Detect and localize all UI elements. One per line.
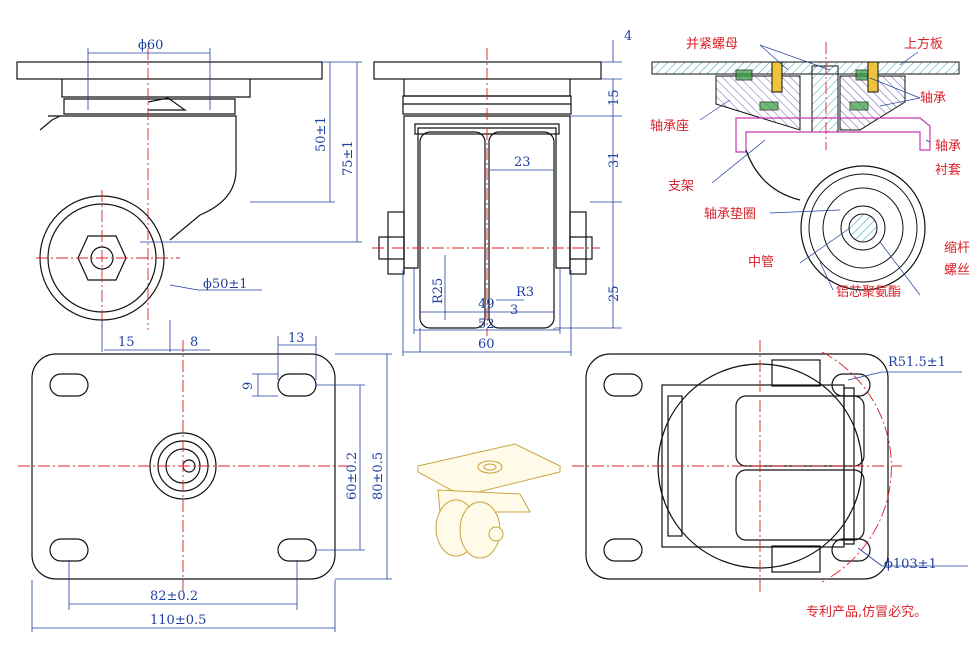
front-view-dims bbox=[402, 40, 622, 356]
dim-offset-15: 15 bbox=[118, 335, 135, 350]
caster-render-image bbox=[416, 443, 562, 559]
dim-swivel-dia: ϕ103±1 bbox=[884, 557, 937, 572]
label-washer: 轴承垫圈 bbox=[704, 206, 756, 222]
bottom-centerlines bbox=[572, 340, 902, 592]
dim-width-60: 60 bbox=[478, 337, 495, 352]
dim-swivel-radius: R51.5±1 bbox=[888, 355, 946, 370]
bottom-dims bbox=[847, 371, 968, 567]
dim-plate-15: 15 bbox=[607, 89, 622, 106]
label-pipe: 中管 bbox=[748, 255, 774, 270]
side-view bbox=[16, 61, 323, 321]
dim-gap-3: 3 bbox=[510, 303, 518, 318]
side-view-centerlines bbox=[36, 48, 180, 330]
plate-centerlines bbox=[18, 340, 350, 592]
plate-dims bbox=[31, 336, 392, 632]
bottom-view bbox=[585, 353, 889, 580]
patent-note: 专利产品,仿冒必究。 bbox=[806, 605, 927, 620]
dim-hole-60: 60±0.2 bbox=[345, 452, 360, 500]
section-view bbox=[651, 61, 960, 291]
dim-width-52: 52 bbox=[478, 317, 495, 332]
front-view-centerlines bbox=[372, 48, 600, 336]
side-view-dims bbox=[87, 48, 362, 352]
dim-width-49: 49 bbox=[478, 297, 495, 312]
dim-phi60: ϕ60 bbox=[138, 38, 163, 53]
dim-slot-9: 9 bbox=[241, 382, 256, 390]
dim-frame-31: 31 bbox=[607, 151, 622, 168]
label-bearing: 轴承 bbox=[920, 91, 946, 106]
dim-height-75: 75±1 bbox=[341, 140, 356, 176]
label-bearing-seat: 轴承座 bbox=[650, 119, 689, 134]
dim-axle-25: 25 bbox=[607, 285, 622, 302]
label-wheel: 铝芯聚氨酯 bbox=[836, 285, 901, 300]
label-bolt-b: 螺丝 bbox=[944, 263, 970, 278]
section-leaders bbox=[699, 44, 931, 296]
label-bracket: 支架 bbox=[668, 179, 694, 194]
dim-hole-82: 82±0.2 bbox=[150, 589, 198, 604]
label-bushing-b: 衬套 bbox=[935, 162, 961, 178]
label-bushing-a: 轴承 bbox=[935, 139, 961, 154]
dim-offset-8: 8 bbox=[190, 335, 198, 350]
dim-slot-13: 13 bbox=[288, 331, 305, 346]
dim-wheel-dia: ϕ50±1 bbox=[203, 277, 248, 292]
dim-plate-80: 80±0.5 bbox=[371, 452, 386, 500]
dim-plate-110: 110±0.5 bbox=[150, 613, 206, 628]
dim-gap-4: 4 bbox=[624, 29, 632, 44]
label-top-plate: 上方板 bbox=[904, 36, 943, 52]
dim-r3: R3 bbox=[516, 285, 534, 300]
label-bolt-a: 缩杆 bbox=[944, 240, 970, 256]
dim-height-50: 50±1 bbox=[314, 116, 329, 152]
label-lock-nut: 并紧螺母 bbox=[686, 37, 738, 52]
dim-width-23: 23 bbox=[514, 155, 531, 170]
plate-view bbox=[31, 353, 336, 580]
dim-r25: R25 bbox=[431, 278, 446, 304]
front-view bbox=[373, 61, 602, 329]
